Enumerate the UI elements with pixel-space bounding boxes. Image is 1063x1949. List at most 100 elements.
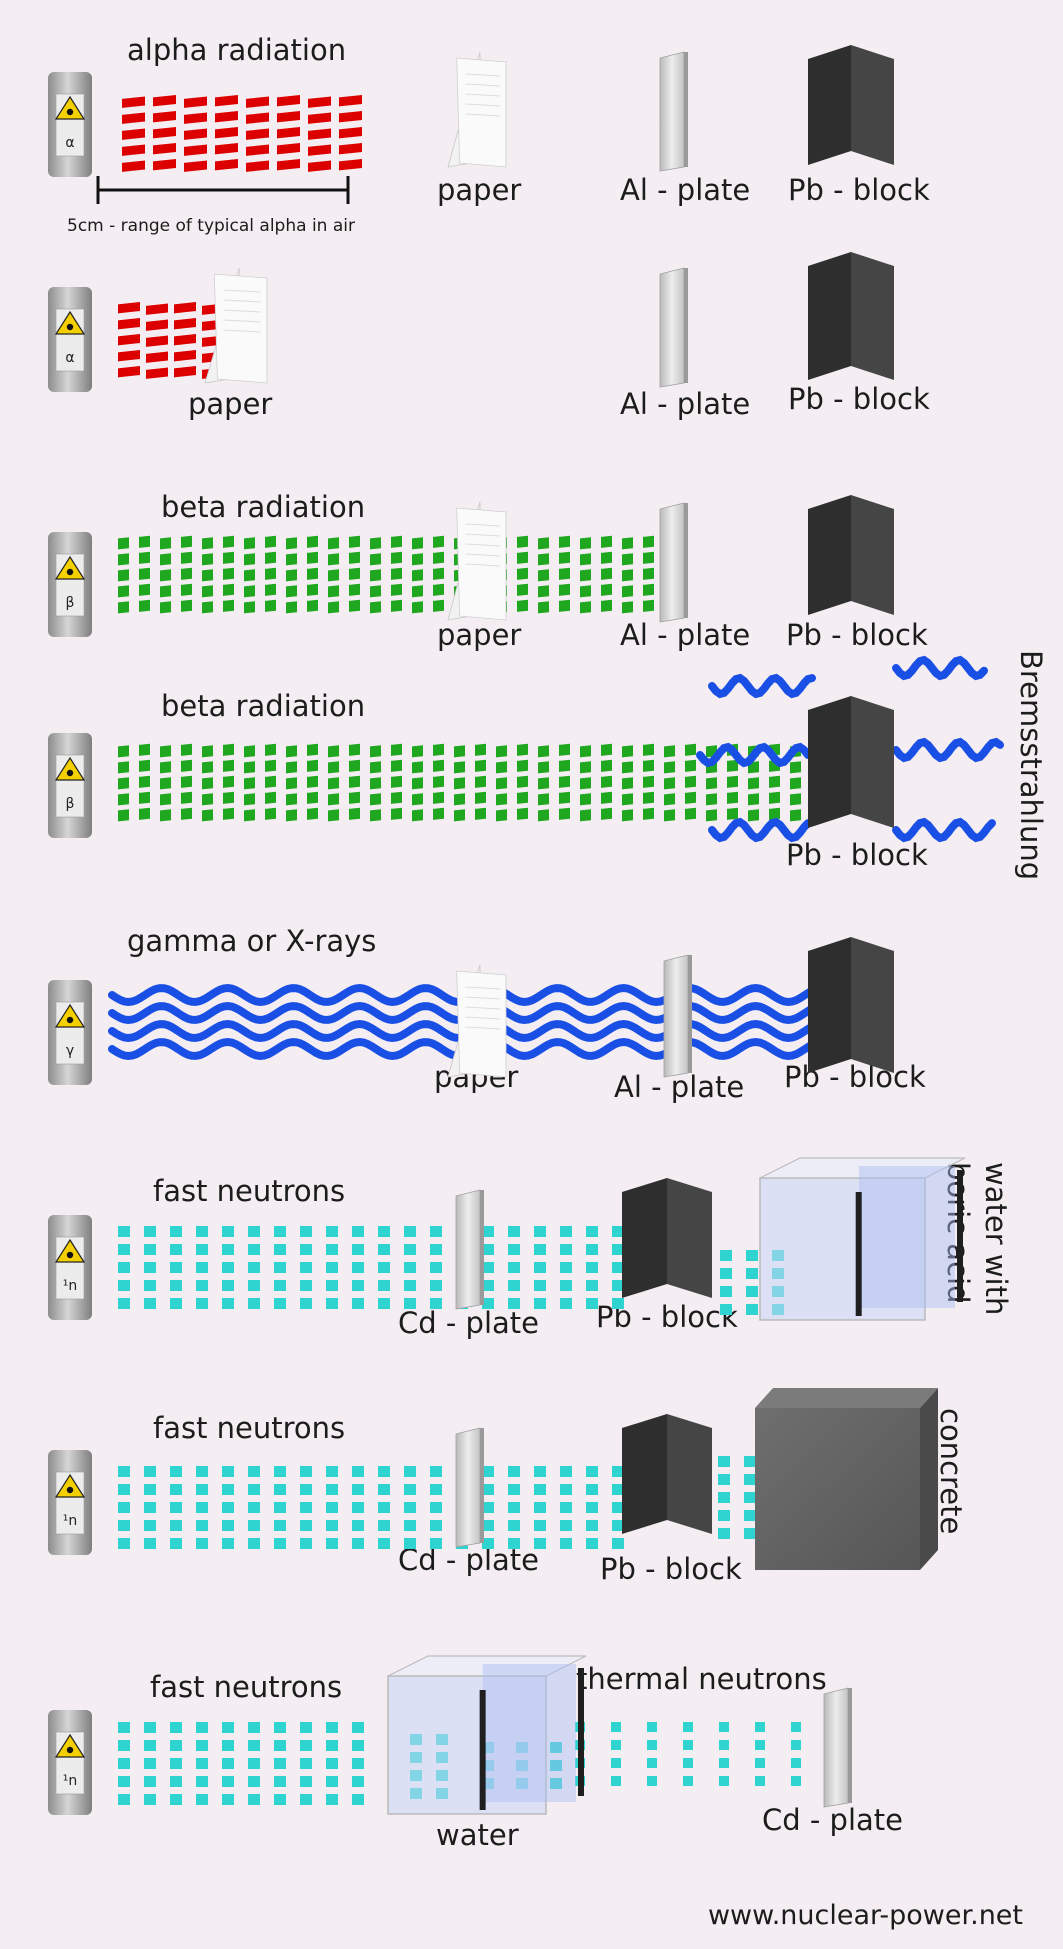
beta-particle	[622, 537, 633, 550]
beta-particle	[496, 745, 507, 758]
tank-top	[759, 1157, 966, 1179]
neutron-particle	[196, 1280, 208, 1291]
beta-particle	[244, 553, 255, 566]
neutron-particle	[274, 1298, 286, 1309]
neutron-particle	[352, 1794, 364, 1805]
beta-particle	[706, 809, 717, 822]
lead-block-icon	[808, 45, 894, 165]
beta-particle	[664, 793, 675, 806]
source-symbol: α	[65, 350, 74, 366]
water-tank-icon	[387, 1655, 587, 1815]
beta-particle	[580, 601, 591, 614]
neutron-particle	[144, 1298, 156, 1309]
neutron-particle	[300, 1262, 312, 1273]
neutron-particle	[352, 1298, 364, 1309]
trefoil-center	[66, 769, 74, 777]
alpha-particle	[339, 110, 362, 123]
beta-particle	[601, 599, 612, 612]
beta-particle	[286, 777, 297, 790]
paper-sheet-icon	[447, 51, 507, 168]
beta-particle	[181, 791, 192, 804]
alpha-particle	[118, 302, 140, 314]
bremsstrahlung-wave	[892, 817, 996, 843]
trefoil-center	[66, 1016, 74, 1024]
neutron-particle	[118, 1484, 130, 1495]
row1-paper-label: paper	[437, 173, 522, 207]
paper-line	[223, 319, 261, 323]
neutron-particle	[300, 1538, 312, 1549]
neutron-particle	[612, 1226, 624, 1237]
neutron-particle	[170, 1262, 182, 1273]
alpha-particle	[215, 94, 238, 107]
beta-particle	[244, 601, 255, 614]
neutron-particle	[326, 1466, 338, 1477]
neutron-particle	[248, 1520, 260, 1531]
beta-particle	[664, 745, 675, 758]
neutron-particle	[144, 1280, 156, 1291]
beta-particle	[286, 537, 297, 550]
metal-plate-icon	[659, 502, 688, 623]
beta-particle	[139, 775, 150, 788]
alpha-particle	[308, 128, 331, 140]
neutron-particle	[248, 1244, 260, 1255]
beta-particle	[139, 535, 150, 548]
neutron-particle	[744, 1492, 756, 1503]
beta-particle	[349, 807, 360, 820]
beta-particle	[391, 551, 402, 564]
neutron-particle	[326, 1262, 338, 1273]
thermal-neutron-particle	[791, 1722, 801, 1732]
beta-particle	[622, 569, 633, 582]
beta-particle	[139, 583, 150, 596]
beta-particle	[538, 601, 549, 614]
beta-particle	[202, 569, 213, 582]
neutron-particle	[196, 1502, 208, 1513]
lead-block-icon	[808, 252, 894, 380]
alpha-particle	[153, 142, 176, 155]
neutron-particle	[378, 1484, 390, 1495]
thermal-neutron-particle	[683, 1758, 693, 1768]
row8-thermal-label: thermal neutrons	[576, 1662, 827, 1696]
beta-particle	[643, 535, 654, 548]
beta-particle	[601, 535, 612, 548]
neutron-particle	[612, 1520, 624, 1531]
concrete-top	[755, 1388, 938, 1408]
neutron-particle	[248, 1758, 260, 1769]
neutron-particle	[118, 1262, 130, 1273]
lead-block-left-face	[808, 937, 851, 1073]
neutron-particle	[404, 1244, 416, 1255]
beta-particle	[223, 743, 234, 756]
alpha-particle	[215, 126, 238, 139]
beta-particle	[265, 759, 276, 772]
neutron-particle	[560, 1520, 572, 1531]
plate-edge	[848, 1688, 852, 1803]
row5-pb-label: Pb - block	[784, 1060, 926, 1094]
beta-particle	[160, 793, 171, 806]
neutron-particle	[248, 1740, 260, 1751]
neutron-particle	[300, 1280, 312, 1291]
neutron-particle	[144, 1262, 156, 1273]
neutron-particle	[196, 1722, 208, 1733]
thermal-neutron-particle	[719, 1776, 729, 1786]
beta-particle	[559, 551, 570, 564]
neutron-particle	[170, 1226, 182, 1237]
neutron-particle	[144, 1758, 156, 1769]
neutron-particle	[534, 1262, 546, 1273]
neutron-particle	[430, 1538, 442, 1549]
thermal-neutron-particle	[791, 1758, 801, 1768]
beta-particle	[517, 807, 528, 820]
neutron-particle	[118, 1722, 130, 1733]
neutron-particle	[482, 1484, 494, 1495]
lead-block-icon	[622, 1414, 712, 1534]
beta-particle	[349, 759, 360, 772]
beta-particle	[685, 743, 696, 756]
neutron-particle	[430, 1298, 442, 1309]
row5-al-label: Al - plate	[614, 1070, 745, 1104]
beta-particle	[118, 777, 129, 790]
paper-line	[465, 986, 501, 990]
beta-particle	[517, 567, 528, 580]
beta-particle	[622, 585, 633, 598]
beta-particle	[223, 759, 234, 772]
neutron-particle	[746, 1268, 758, 1279]
beta-particle	[160, 569, 171, 582]
beta-particle	[265, 807, 276, 820]
